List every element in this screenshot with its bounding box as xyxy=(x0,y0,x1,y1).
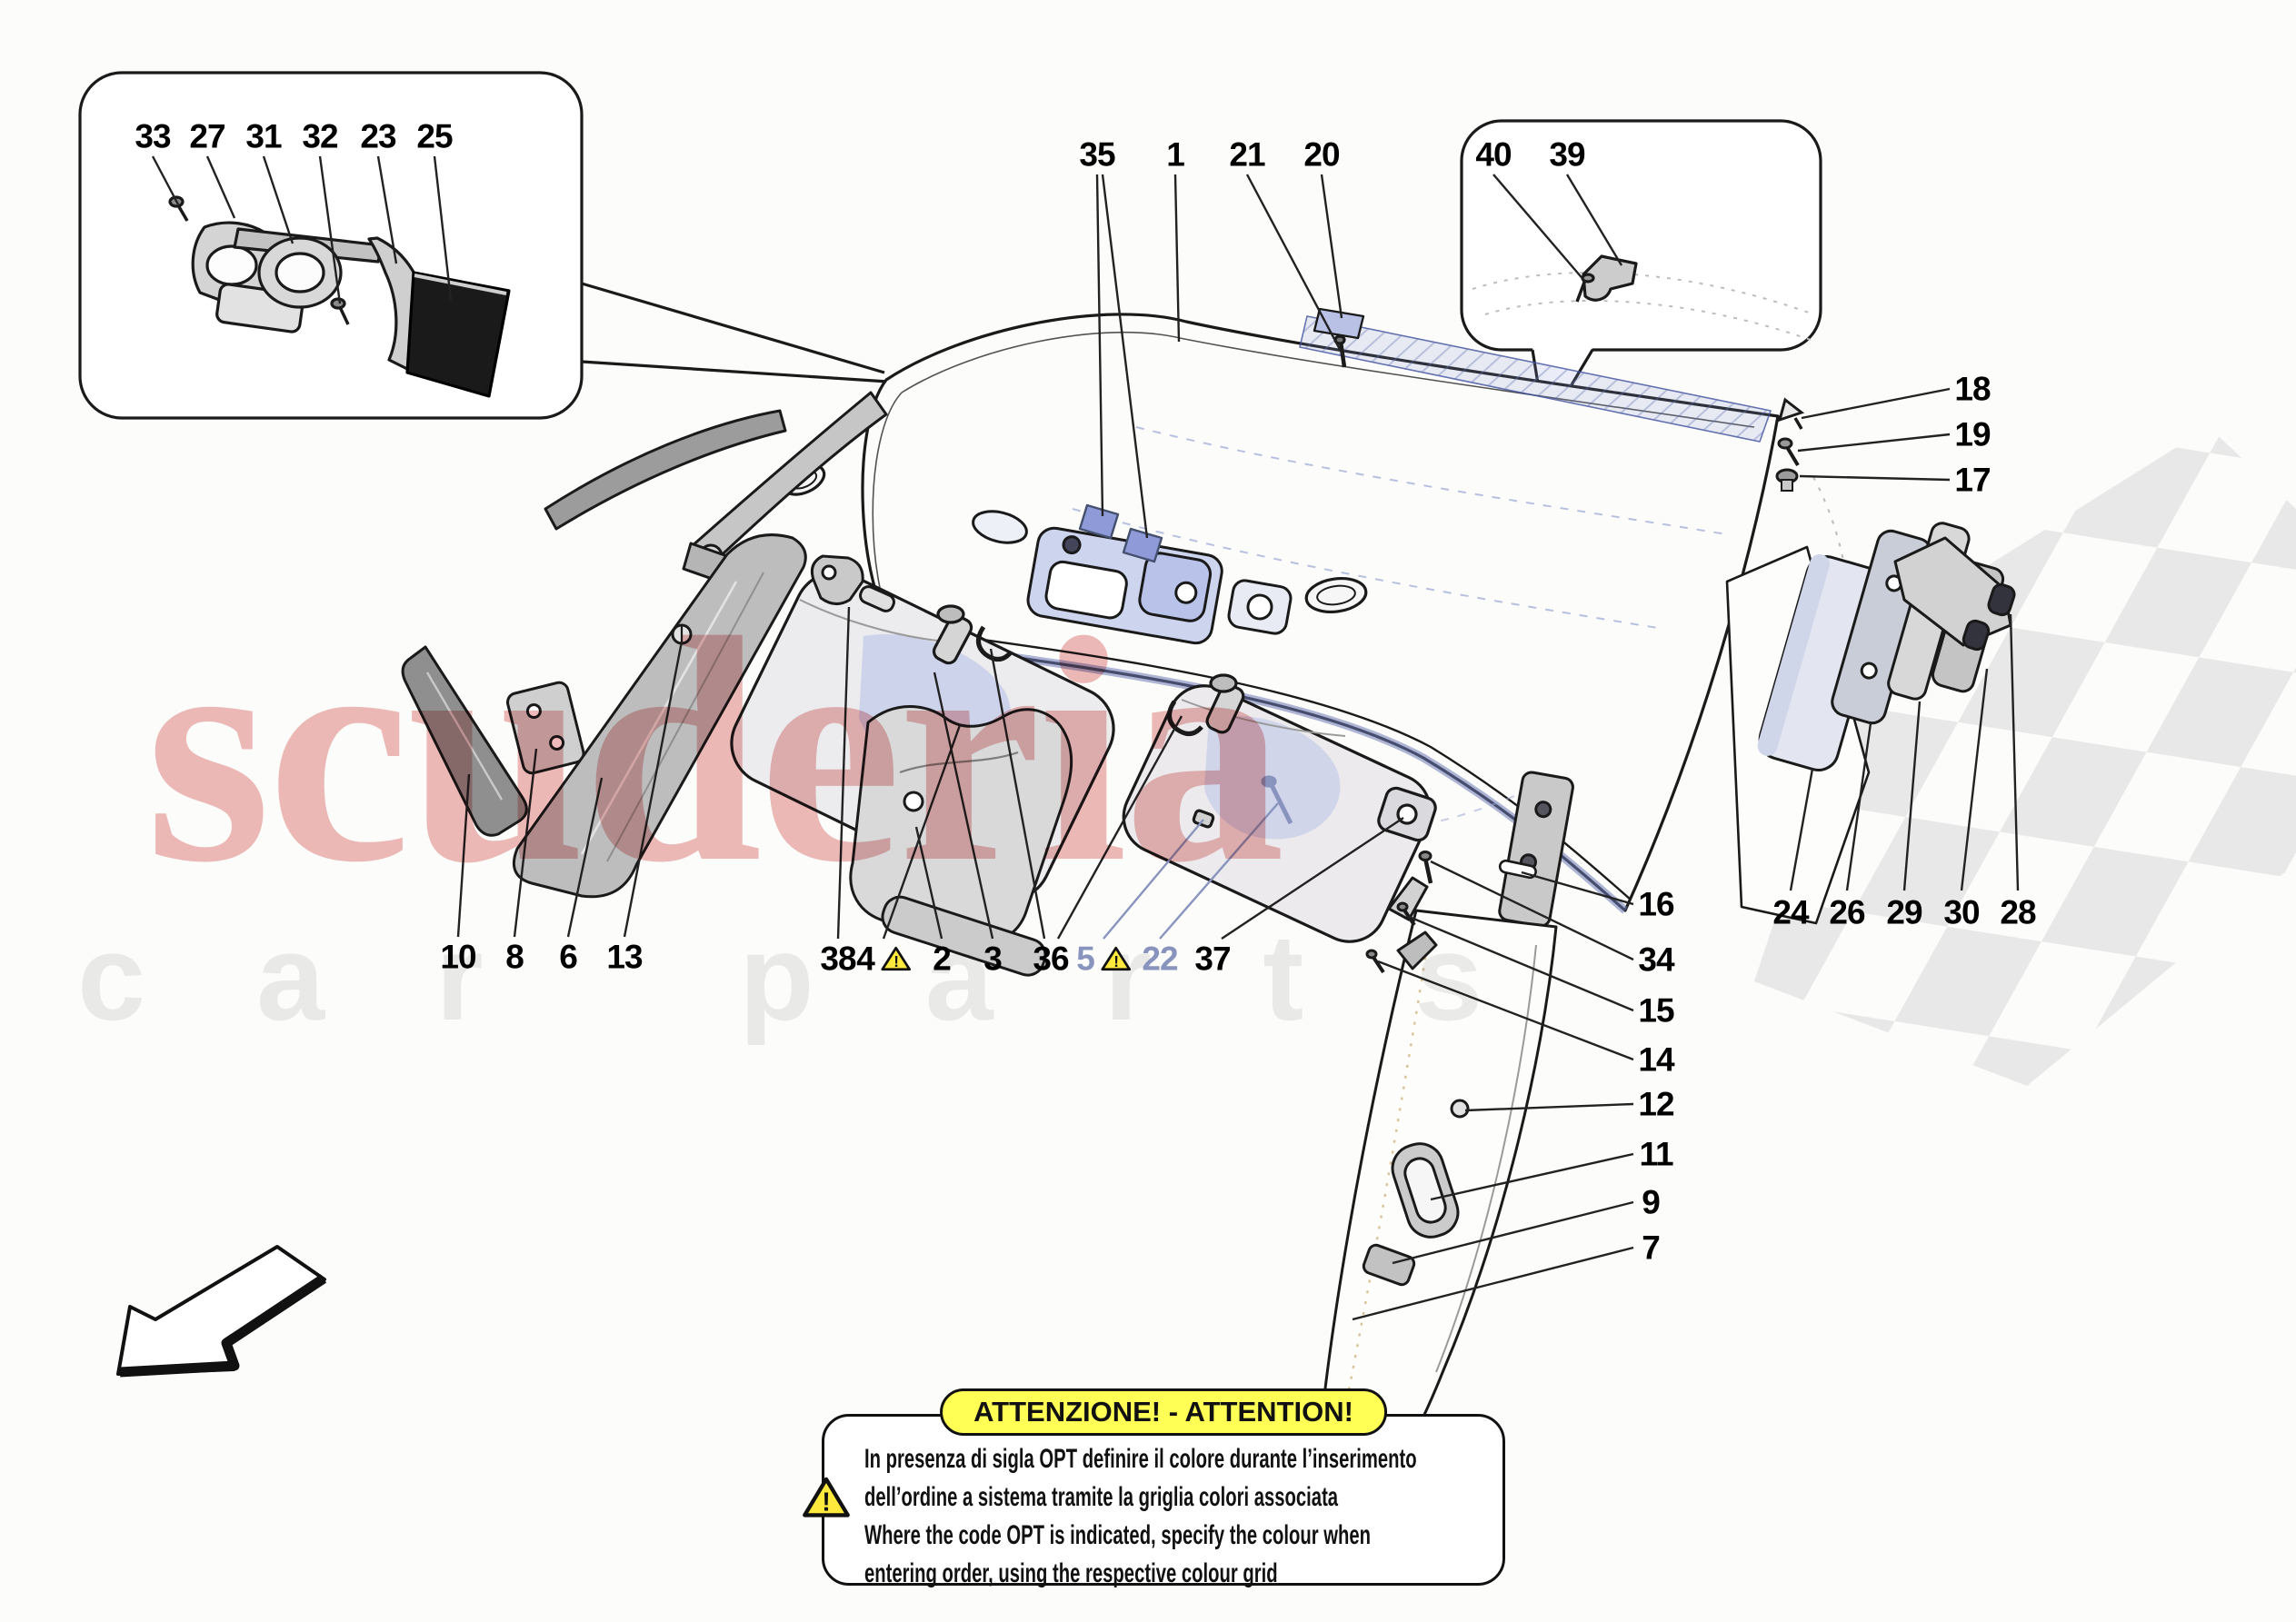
attention-line-2: dell’ordine a sistema tramite la griglia… xyxy=(864,1482,1339,1512)
checkered-flag-watermark xyxy=(1754,427,2296,1086)
bracket-art xyxy=(1575,254,1638,303)
svg-text:!: ! xyxy=(822,1488,831,1517)
c-pillar-trim-group xyxy=(1725,476,2016,925)
warning-icon: ! xyxy=(803,1477,850,1523)
attention-line-3: Where the code OPT is indicated, specify… xyxy=(864,1520,1371,1550)
attention-box: ATTENZIONE! - ATTENTION! ! In presenza d… xyxy=(803,1388,1505,1588)
overhead-console xyxy=(972,503,1293,645)
a-pillar-trim-group xyxy=(401,533,807,899)
attention-line-1: In presenza di sigla OPT definire il col… xyxy=(864,1444,1417,1474)
direction-arrow xyxy=(116,1245,327,1378)
visor-bracket-38 xyxy=(810,554,895,612)
attention-line-4: entering order, using the respective col… xyxy=(864,1558,1278,1588)
vanity-mirror-cover xyxy=(849,705,1073,977)
windshield-trim-band xyxy=(544,391,888,583)
mirror-mount-art xyxy=(168,195,511,398)
roof-headliner xyxy=(781,307,1780,914)
attention-title: ATTENZIONE! - ATTENTION! xyxy=(940,1388,1387,1436)
leader-lines xyxy=(151,155,2020,1321)
attention-text: In presenza di sigla OPT definire il col… xyxy=(864,1440,1491,1593)
rear-fastener-glyphs xyxy=(1775,397,1805,492)
sun-visor-right xyxy=(1122,673,1437,943)
inset-box-mirror-assembly xyxy=(78,71,889,420)
